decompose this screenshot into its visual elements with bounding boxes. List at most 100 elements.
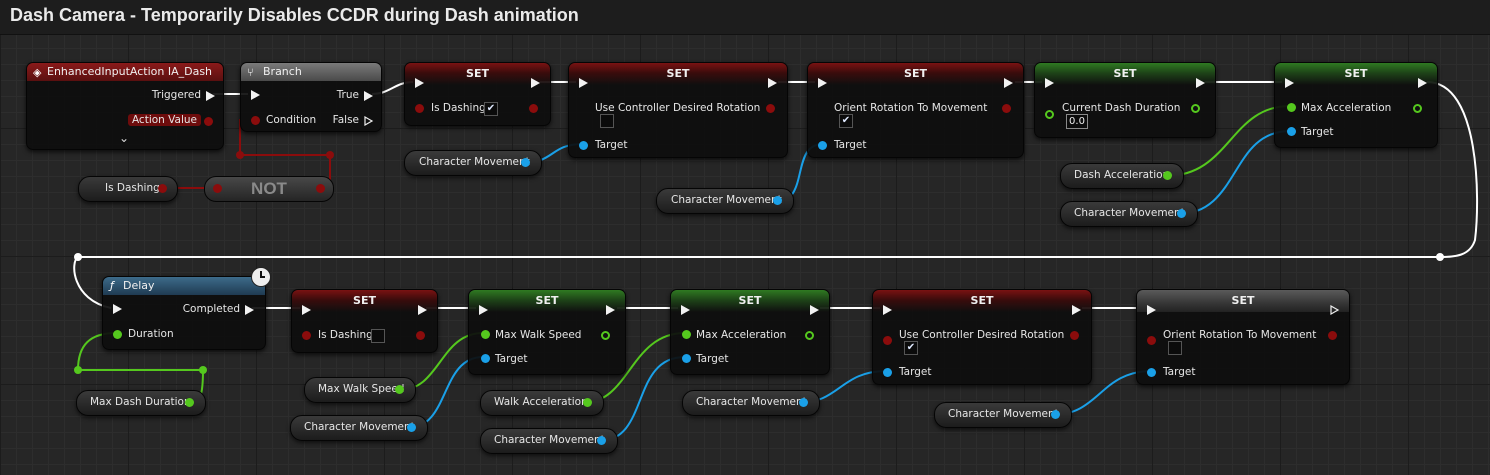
current-dash-duration-value[interactable]: 0.0	[1066, 114, 1088, 129]
get-character-movement-node[interactable]: Character Movement	[404, 150, 542, 176]
max-walk-speed-input-pin[interactable]	[481, 330, 490, 339]
get-max-walk-speed-node[interactable]: Max Walk Speed	[304, 377, 416, 403]
set-exec-out-pin[interactable]	[1196, 78, 1205, 88]
use-controller-desired-rotation-checkbox[interactable]: ✔	[904, 341, 918, 355]
set-exec-out-pin[interactable]	[810, 305, 819, 315]
character-movement-pin[interactable]	[799, 398, 808, 407]
is-dashing-output-pin[interactable]	[529, 104, 538, 113]
walk-acceleration-pin[interactable]	[583, 398, 592, 407]
set-exec-in-pin[interactable]	[818, 78, 827, 88]
max-dash-duration-pin[interactable]	[185, 398, 194, 407]
is-dashing-input-pin[interactable]	[302, 331, 311, 340]
get-character-movement-node[interactable]: Character Movement	[1060, 201, 1198, 227]
get-character-movement-node[interactable]: Character Movement	[934, 402, 1072, 428]
current-dash-duration-input-pin[interactable]	[1045, 110, 1054, 119]
target-pin[interactable]	[682, 354, 691, 363]
completed-exec-pin[interactable]	[245, 305, 254, 315]
action-value-pin[interactable]	[204, 117, 213, 126]
false-exec-pin[interactable]	[364, 116, 374, 126]
not-node[interactable]: NOT	[204, 176, 334, 202]
get-character-movement-node[interactable]: Character Movement	[682, 390, 820, 416]
event-node-ia-dash[interactable]: ◈ EnhancedInputAction IA_Dash Triggered …	[26, 62, 224, 150]
true-exec-pin[interactable]	[364, 91, 373, 101]
orient-rotation-output-pin[interactable]	[1002, 104, 1011, 113]
character-movement-pin[interactable]	[597, 436, 606, 445]
set-max-acceleration-node[interactable]: SET Max Acceleration Target	[670, 289, 830, 375]
max-walk-speed-output-pin[interactable]	[601, 331, 610, 340]
use-controller-desired-rotation-output-pin[interactable]	[766, 104, 775, 113]
triggered-exec-pin[interactable]	[206, 91, 215, 101]
target-pin[interactable]	[883, 368, 892, 377]
is-dashing-output-pin[interactable]	[416, 331, 425, 340]
is-dashing-checkbox[interactable]	[371, 329, 385, 343]
get-is-dashing-pin[interactable]	[158, 184, 167, 193]
set-exec-out-pin[interactable]	[768, 78, 777, 88]
target-pin[interactable]	[481, 354, 490, 363]
set-exec-in-pin[interactable]	[302, 305, 311, 315]
use-controller-desired-rotation-output-pin[interactable]	[1070, 331, 1079, 340]
duration-pin[interactable]	[113, 330, 122, 339]
target-pin[interactable]	[1287, 127, 1296, 136]
set-exec-out-pin[interactable]	[1418, 78, 1427, 88]
use-controller-desired-rotation-checkbox[interactable]	[600, 114, 614, 128]
get-character-movement-node[interactable]: Character Movement	[656, 188, 794, 214]
character-movement-pin[interactable]	[407, 423, 416, 432]
set-exec-out-pin[interactable]	[531, 78, 540, 88]
branch-node[interactable]: ⑂ Branch True Condition False	[240, 62, 382, 132]
target-pin[interactable]	[818, 141, 827, 150]
set-exec-in-pin[interactable]	[579, 78, 588, 88]
set-exec-in-pin[interactable]	[479, 305, 488, 315]
set-max-acceleration-node[interactable]: SET Max Acceleration Target	[1274, 62, 1438, 148]
use-controller-desired-rotation-input-pin[interactable]	[883, 336, 892, 345]
set-is-dashing-node[interactable]: SET Is Dashing ✔	[404, 62, 551, 126]
branch-exec-in-pin[interactable]	[251, 90, 260, 100]
set-exec-in-pin[interactable]	[1147, 305, 1156, 315]
set-max-walk-speed-node[interactable]: SET Max Walk Speed Target	[468, 289, 626, 375]
set-exec-in-pin[interactable]	[1285, 78, 1294, 88]
character-movement-pin[interactable]	[773, 196, 782, 205]
max-acceleration-output-pin[interactable]	[805, 331, 814, 340]
character-movement-pin[interactable]	[1177, 209, 1186, 218]
get-walk-acceleration-node[interactable]: Walk Acceleration	[480, 390, 604, 416]
condition-pin[interactable]	[251, 116, 260, 125]
orient-rotation-checkbox[interactable]: ✔	[839, 114, 853, 128]
is-dashing-input-pin[interactable]	[415, 104, 424, 113]
character-movement-pin[interactable]	[1051, 410, 1060, 419]
get-max-dash-duration-node[interactable]: Max Dash Duration	[76, 390, 206, 416]
orient-rotation-input-pin[interactable]	[1147, 336, 1156, 345]
set-orient-rotation-to-movement-node[interactable]: SET Orient Rotation To Movement ✔ Target	[807, 62, 1024, 158]
orient-rotation-output-pin[interactable]	[1328, 331, 1337, 340]
set-exec-in-pin[interactable]	[883, 305, 892, 315]
set-exec-in-pin[interactable]	[1045, 78, 1054, 88]
set-exec-out-pin[interactable]	[418, 305, 427, 315]
delay-node[interactable]: ƒ Delay Completed Duration	[102, 267, 271, 350]
get-character-movement-node[interactable]: Character Movement	[290, 415, 428, 441]
set-orient-rotation-to-movement-node[interactable]: SET Orient Rotation To Movement Target	[1136, 289, 1350, 385]
set-exec-in-pin[interactable]	[681, 305, 690, 315]
get-character-movement-node[interactable]: Character Movement	[480, 428, 618, 454]
target-pin[interactable]	[579, 141, 588, 150]
max-walk-speed-pin[interactable]	[395, 385, 404, 394]
set-exec-out-pin[interactable]	[1330, 305, 1340, 315]
dash-acceleration-pin[interactable]	[1163, 171, 1172, 180]
delay-exec-in-pin[interactable]	[113, 304, 122, 314]
set-exec-out-pin[interactable]	[606, 305, 615, 315]
not-input-pin[interactable]	[213, 184, 222, 193]
max-acceleration-output-pin[interactable]	[1413, 104, 1422, 113]
set-current-dash-duration-node[interactable]: SET Current Dash Duration 0.0	[1034, 62, 1216, 138]
max-acceleration-input-pin[interactable]	[1287, 103, 1296, 112]
get-is-dashing-node[interactable]: Is Dashing	[78, 176, 178, 202]
set-exec-out-pin[interactable]	[1072, 305, 1081, 315]
target-pin[interactable]	[1147, 368, 1156, 377]
current-dash-duration-output-pin[interactable]	[1191, 104, 1200, 113]
orient-rotation-checkbox[interactable]	[1168, 341, 1182, 355]
character-movement-pin[interactable]	[521, 158, 530, 167]
set-is-dashing-node[interactable]: SET Is Dashing	[291, 289, 438, 353]
is-dashing-checkbox[interactable]: ✔	[484, 102, 498, 116]
set-use-controller-desired-rotation-node[interactable]: SET Use Controller Desired Rotation Targ…	[568, 62, 788, 158]
set-exec-out-pin[interactable]	[1004, 78, 1013, 88]
max-acceleration-input-pin[interactable]	[682, 330, 691, 339]
get-dash-acceleration-node[interactable]: Dash Acceleration	[1060, 163, 1184, 189]
set-use-controller-desired-rotation-node[interactable]: SET Use Controller Desired Rotation ✔ Ta…	[872, 289, 1092, 385]
chevron-down-icon[interactable]: ⌄	[119, 131, 130, 145]
